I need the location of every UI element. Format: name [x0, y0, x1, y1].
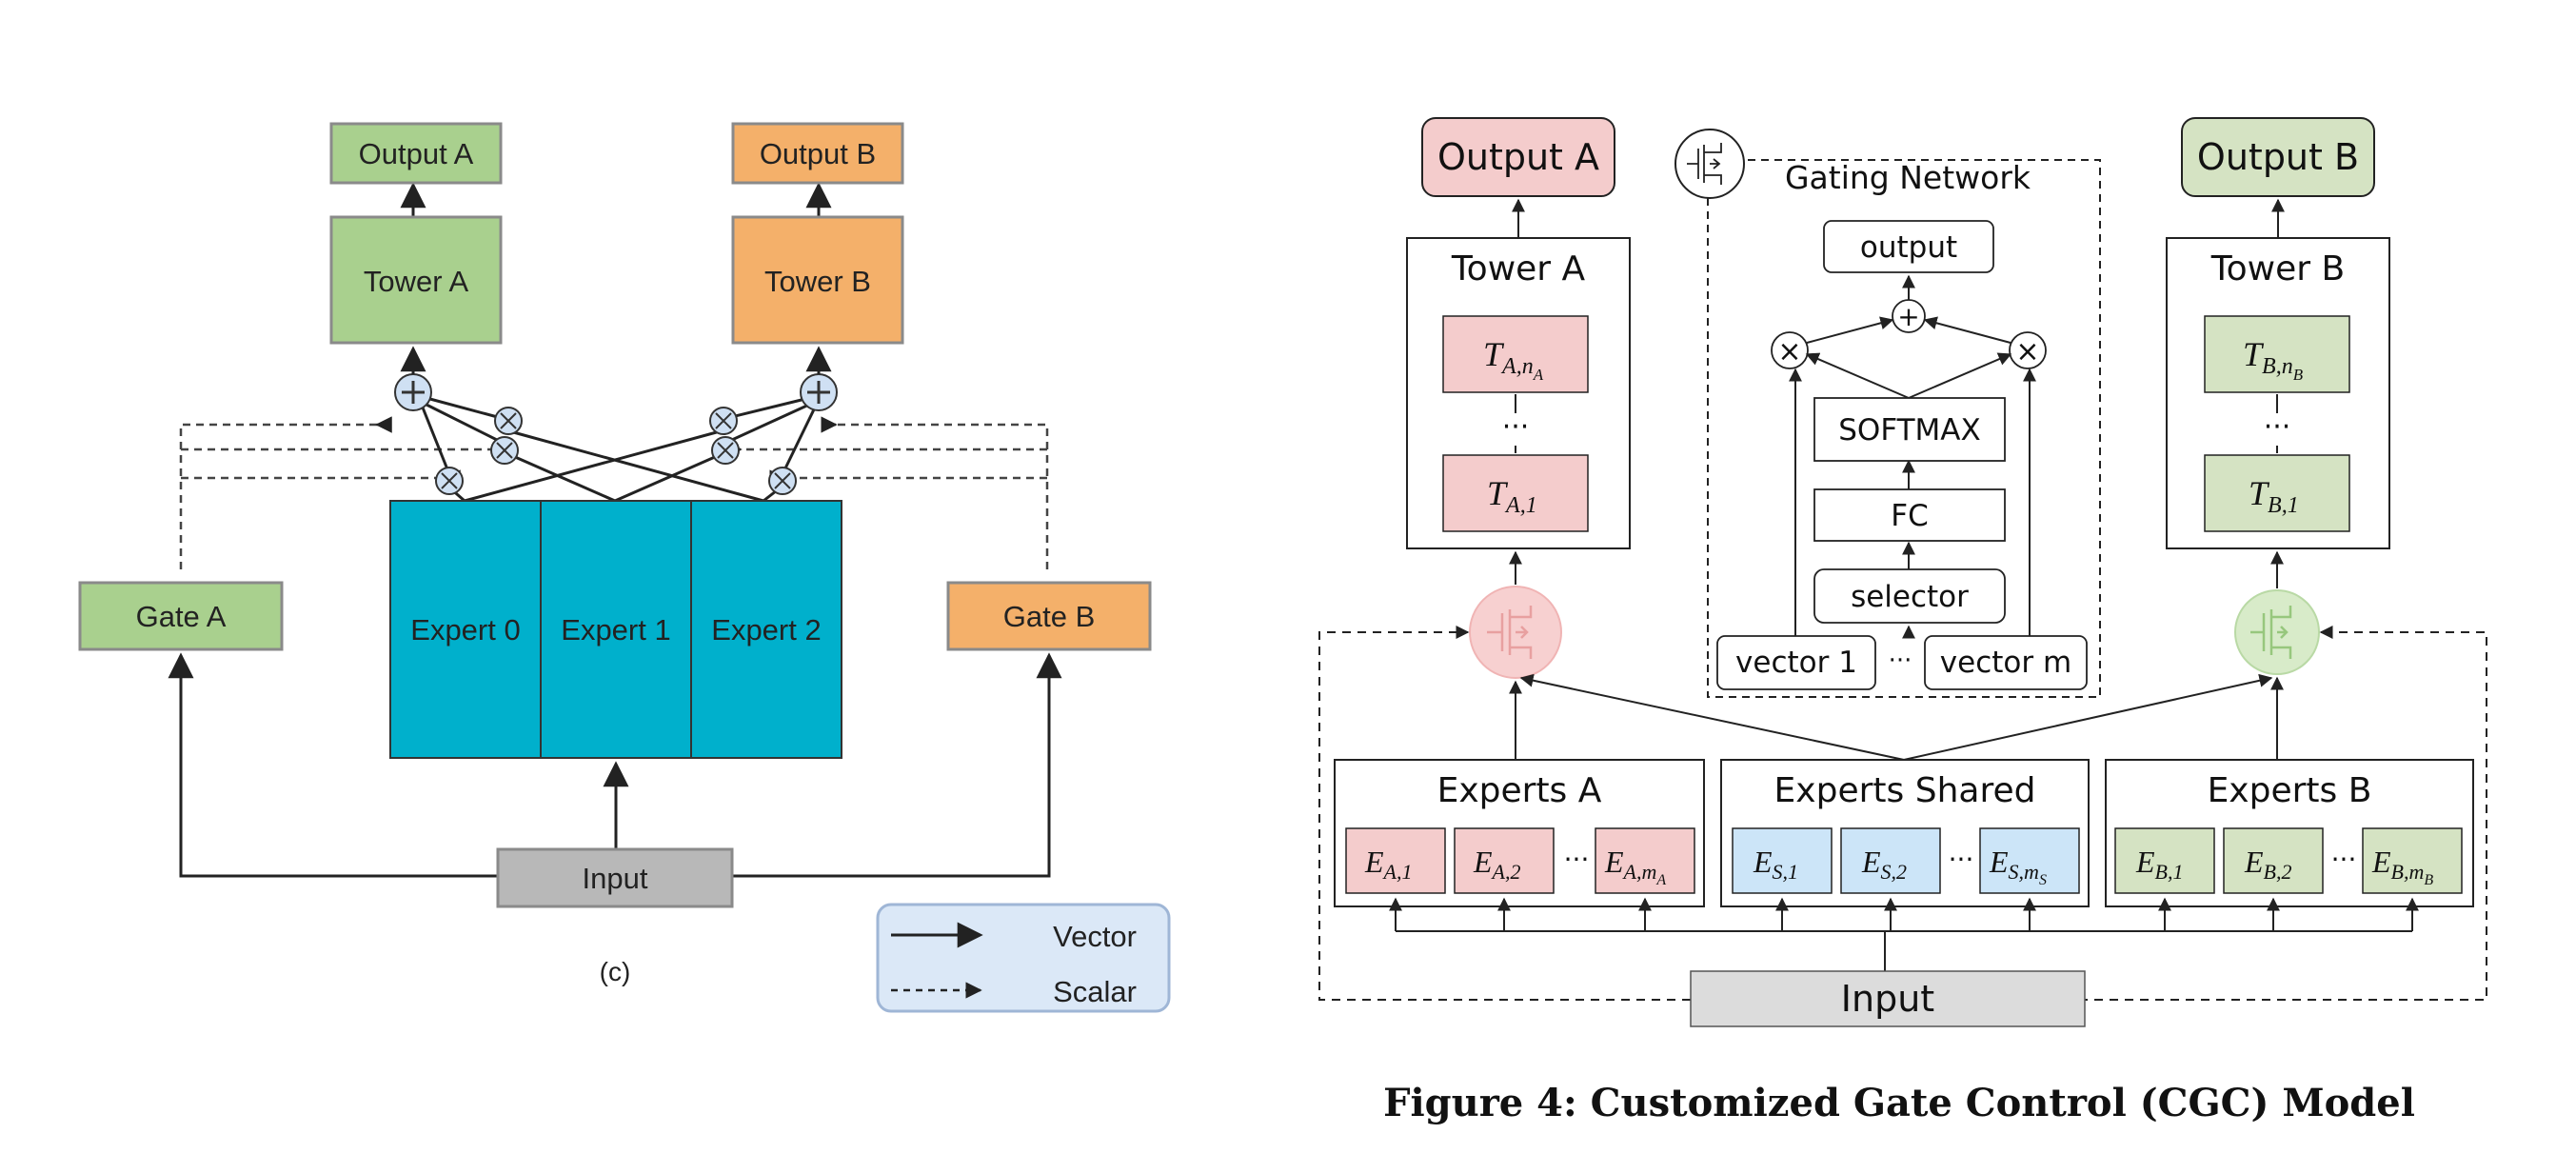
input-box [496, 847, 734, 908]
multiplier-nodes [435, 407, 797, 495]
output-a-label: Output A [359, 137, 474, 170]
gate-b-scalar-lines [741, 423, 1049, 569]
experts-a-title: Experts A [1437, 771, 1602, 810]
output-a-box [329, 122, 503, 185]
input-label: Input [1841, 978, 1934, 1020]
tower-a-ellipsis: ··· [1502, 410, 1530, 444]
experts-shared-title: Experts Shared [1774, 771, 2036, 810]
tower-a-label: Tower A [1451, 249, 1586, 288]
gating-network-frame [1707, 159, 2101, 698]
gate-b-icon [2234, 589, 2320, 675]
cgc-diagram: Output A Output B Tower A TA,nA ··· TA,1… [1318, 117, 2487, 1125]
legend-box [876, 903, 1171, 1013]
gating-plus: + [1897, 301, 1919, 332]
tower-a-unit-bottom-label: TA,1 [1487, 474, 1537, 518]
multiplier-crosses [441, 412, 791, 489]
selector-box [1813, 568, 2006, 624]
expert-label: EA,mA [1604, 845, 1666, 888]
expert-0-box [389, 500, 542, 759]
expert-label: EB,2 [2244, 845, 2292, 884]
tower-b-ellipsis: ··· [2264, 410, 2291, 444]
tower-a-unit-top [1442, 315, 1589, 393]
output-a-box [1421, 117, 1615, 197]
gating-network-title: Gating Network [1785, 159, 2031, 196]
tower-a-unit-bottom [1442, 454, 1589, 532]
input-label: Input [583, 862, 648, 895]
vector-m-box [1924, 635, 2088, 690]
expert-label: EB,1 [2135, 845, 2184, 884]
gating-times-right: × [2015, 335, 2039, 368]
gating-output-box [1823, 220, 1994, 273]
softmax-label: SOFTMAX [1838, 413, 1981, 448]
input-box [1690, 970, 2086, 1027]
legend-vector-label: Vector [1053, 920, 1137, 953]
tower-b-label: Tower B [764, 265, 871, 298]
tower-b-unit-top [2204, 315, 2350, 393]
expert-box [1595, 827, 1695, 894]
expert-box [1840, 827, 1941, 894]
gate-a-icon [1469, 586, 1562, 679]
tower-b-unit-bottom [2204, 454, 2350, 532]
add-icon [1892, 299, 1926, 333]
experts-a-ellipsis: ··· [1564, 844, 1590, 875]
expert-label: EB,mB [2371, 845, 2433, 888]
gating-times-left: × [1777, 335, 1801, 368]
experts-shared-ellipsis: ··· [1949, 844, 1974, 875]
vector-m-label: vector m [1940, 646, 2071, 680]
expert-to-gate-lines [421, 396, 817, 503]
expert-0-label: Expert 0 [410, 613, 520, 647]
experts-b-ellipsis: ··· [2331, 844, 2357, 875]
tower-a-box [329, 215, 503, 345]
gate-b-box [946, 581, 1152, 651]
output-b-box [731, 122, 904, 185]
expert-box [2362, 827, 2463, 894]
vector-1-box [1716, 635, 1876, 690]
vector-1-label: vector 1 [1735, 646, 1857, 680]
softmax-box [1813, 397, 2006, 462]
expert-box [2223, 827, 2324, 894]
tower-b-label: Tower B [2210, 249, 2345, 288]
gate-b-label: Gate B [1003, 600, 1096, 633]
gate-a-scalar-lines [179, 423, 503, 569]
figure-caption: Figure 4: Customized Gate Control (CGC) … [1383, 1081, 2415, 1125]
expert-label: ES,mS [1989, 845, 2047, 888]
expert-box [1979, 827, 2080, 894]
experts-b-title: Experts B [2208, 771, 2372, 810]
selector-label: selector [1851, 580, 1969, 614]
expert-label: EA,1 [1364, 845, 1413, 884]
expert-box [2114, 827, 2215, 894]
input-to-gate-scalar-lines [1318, 631, 2487, 1001]
tower-b-unit-bottom-label: TB,1 [2249, 474, 2299, 518]
expert-label: EA,2 [1473, 845, 1521, 884]
fc-box [1813, 488, 2006, 542]
input-bus [1389, 897, 2419, 971]
output-a-label: Output A [1437, 136, 1599, 178]
expert-box [1454, 827, 1555, 894]
output-b-label: Output B [2197, 136, 2359, 178]
expert-1-box [540, 500, 692, 759]
tower-b-box [731, 215, 904, 345]
expert-box [1345, 827, 1446, 894]
output-b-label: Output B [760, 137, 876, 170]
gating-output-label: output [1860, 230, 1957, 265]
gating-network-gate-icon [1674, 129, 1745, 199]
tower-b-unit-top-label: TB,nB [2243, 335, 2304, 384]
gate-a-box [78, 581, 284, 651]
tower-a-unit-top-label: TA,nA [1483, 335, 1544, 384]
fc-label: FC [1891, 499, 1928, 533]
sublabel: (c) [600, 957, 631, 986]
gate-a-label: Gate A [136, 600, 227, 633]
expert-2-label: Expert 2 [711, 613, 821, 647]
expert-box [1732, 827, 1833, 894]
expert-2-box [690, 500, 842, 759]
expert-label: ES,2 [1861, 845, 1907, 884]
tower-a-label: Tower A [364, 265, 469, 298]
expert-label: ES,1 [1753, 845, 1798, 884]
output-b-box [2181, 117, 2375, 197]
legend-scalar-label: Scalar [1053, 975, 1137, 1008]
expert-1-label: Expert 1 [561, 613, 670, 647]
gating-ellipsis: ··· [1889, 647, 1912, 675]
mmoe-diagram: Output A Output B Tower A Tower B Expert… [78, 122, 1171, 1013]
